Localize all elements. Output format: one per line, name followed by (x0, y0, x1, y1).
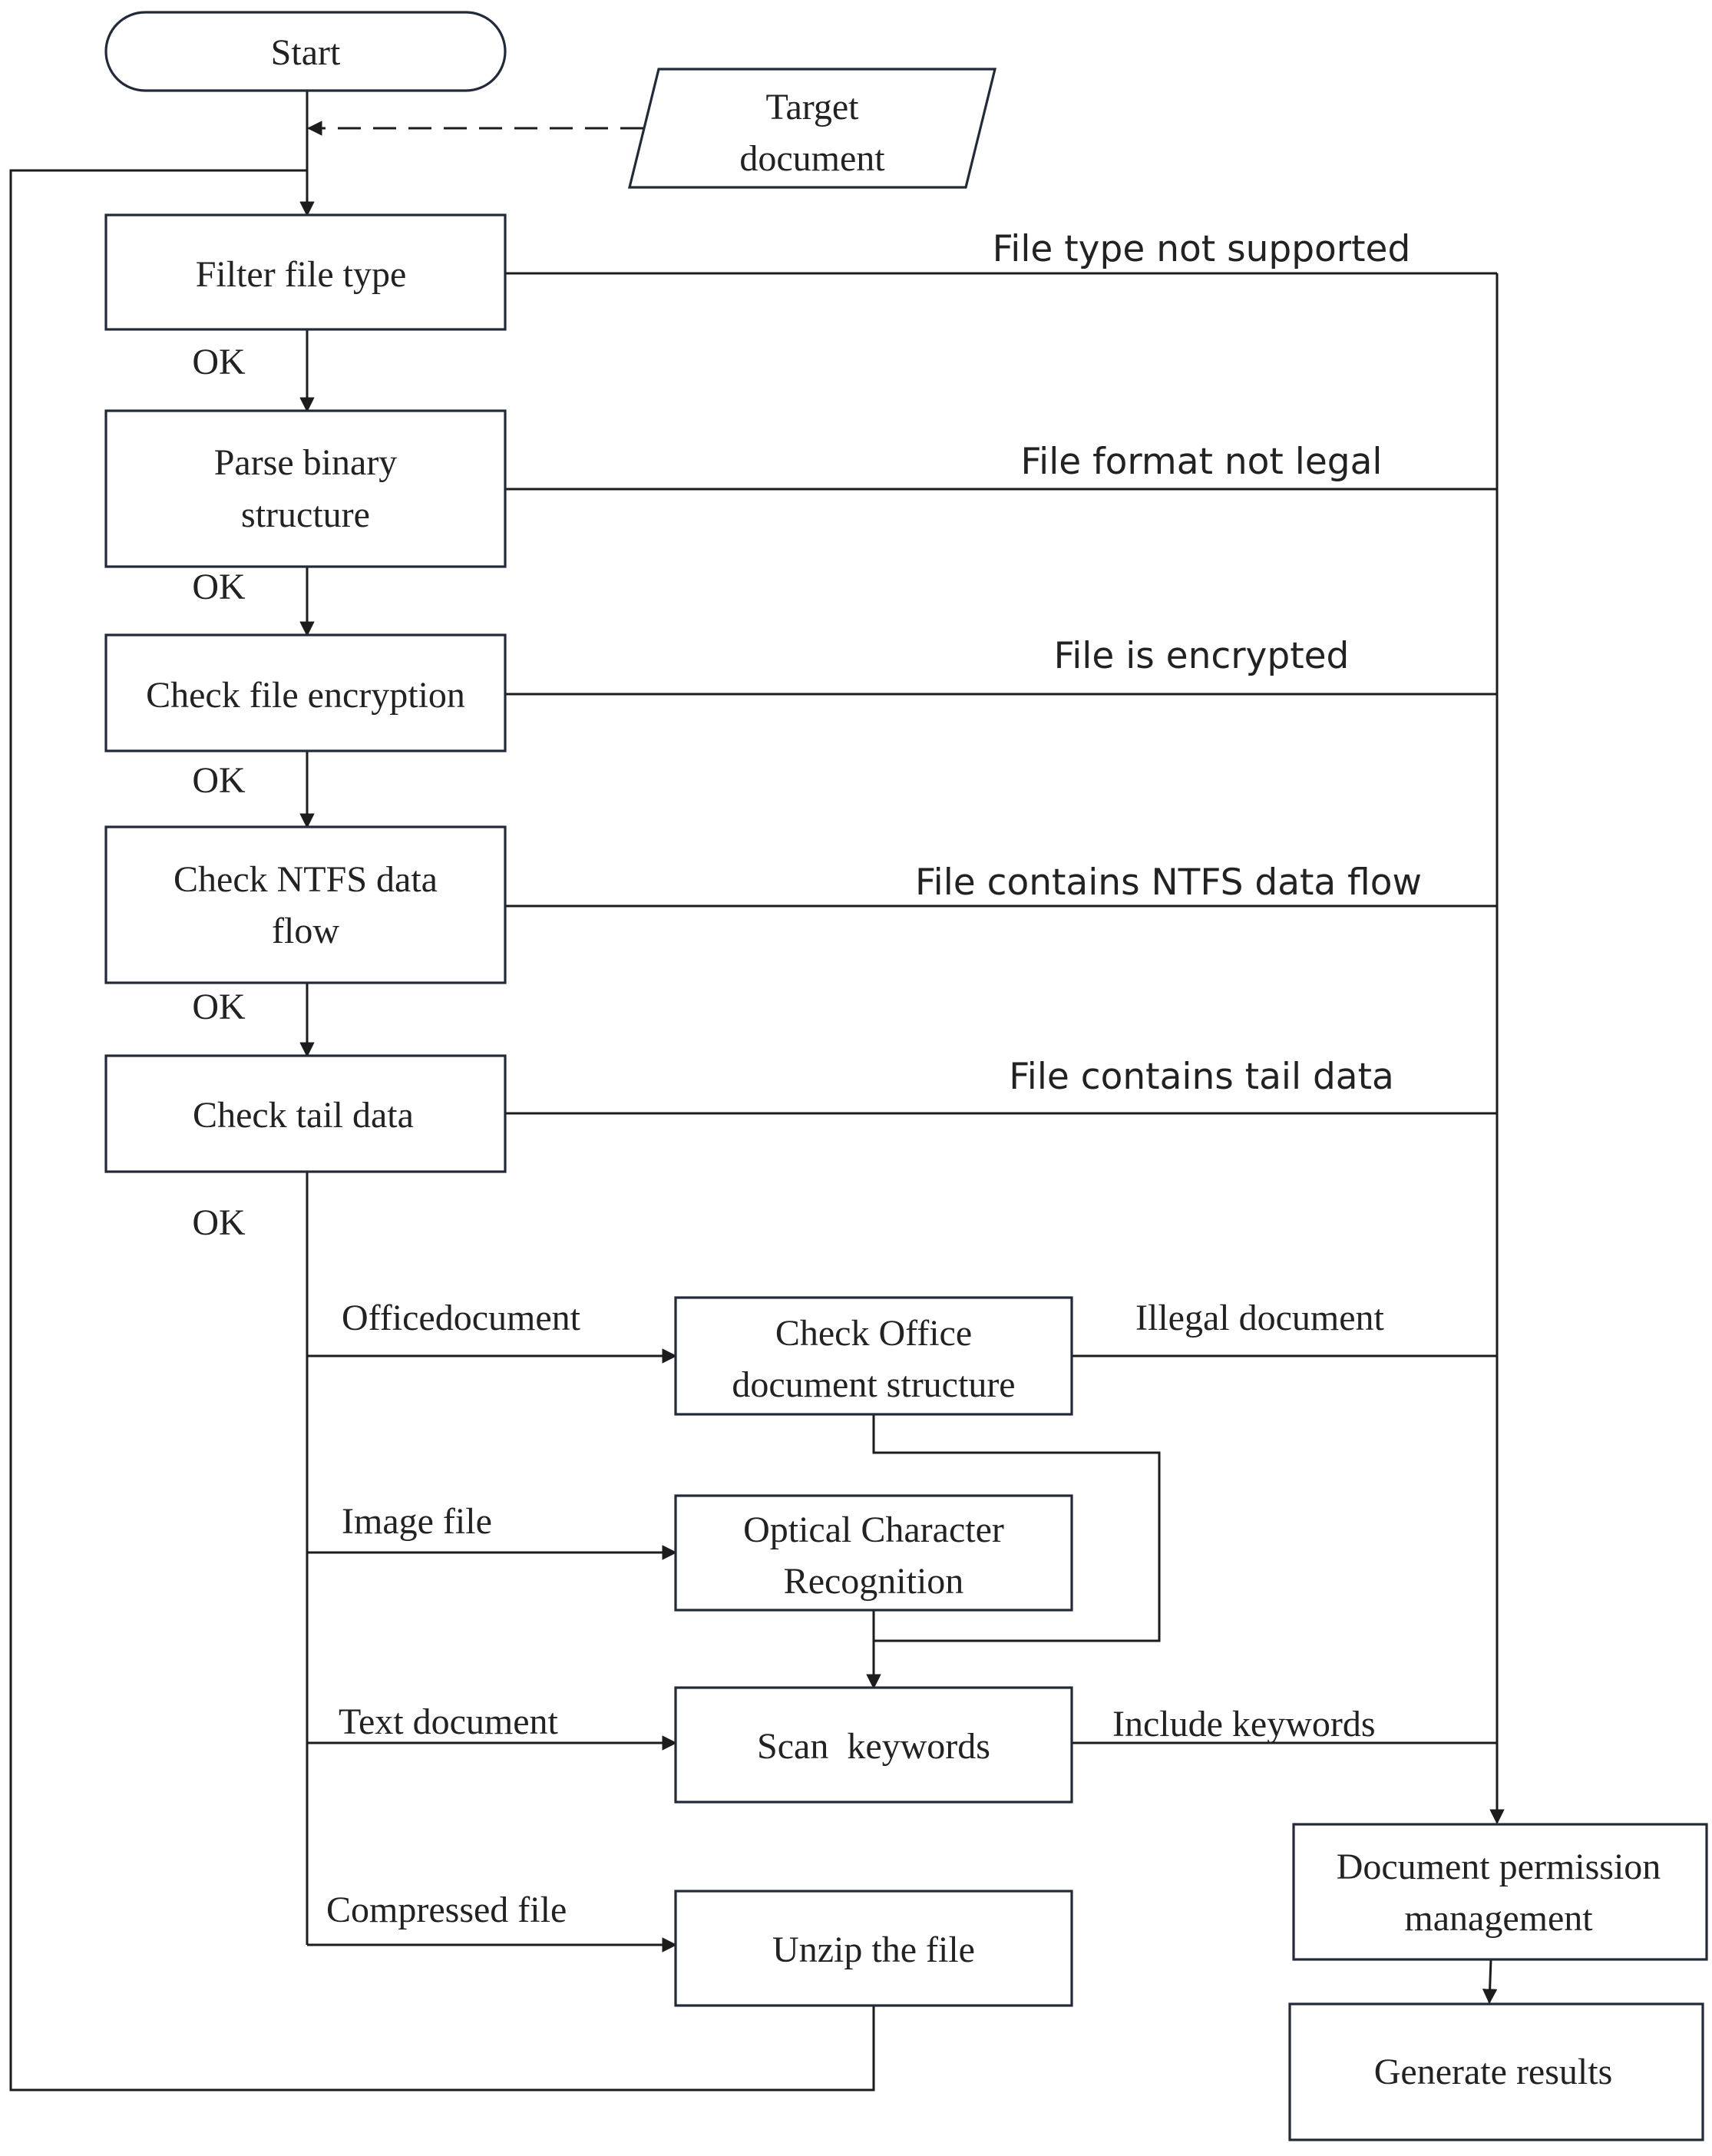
include-keywords-label: Include keywords (1112, 1704, 1376, 1744)
ok-label: OK (192, 987, 246, 1027)
parse-binary-label-line2: structure (241, 494, 370, 535)
generate-results-label: Generate results (1374, 2052, 1613, 2092)
compressed-file-label: Compressed file (326, 1890, 567, 1930)
scan-keywords-node: Scan keywords (674, 1686, 1073, 1804)
illegal-document-label: Illegal document (1135, 1298, 1385, 1338)
target-document-label-line2: document (739, 138, 885, 179)
arrow-permission-to-results (1482, 1959, 1498, 2004)
ok-label: OK (192, 567, 246, 607)
check-ntfs-label-line1: Check NTFS data (174, 859, 438, 900)
check-office-label-line2: document structure (732, 1364, 1015, 1405)
ocr-node: Optical Character Recognition (674, 1494, 1073, 1612)
file-type-not-supported-label: File type not supported (993, 228, 1411, 270)
target-document-label-line1: Target (765, 87, 859, 127)
check-encryption-node: Check file encryption (104, 633, 507, 752)
check-ntfs-label-line2: flow (272, 911, 339, 951)
check-encryption-label: Check file encryption (146, 675, 465, 716)
document-permission-label-line2: management (1404, 1898, 1593, 1939)
ok-labels: OK OK OK OK OK (192, 342, 246, 1243)
scan-keywords-label: Scan keywords (757, 1726, 990, 1767)
line-office-to-scan (872, 1414, 1161, 1642)
failure-labels: File type not supported File format not … (915, 228, 1422, 1098)
start-label: Start (271, 32, 341, 73)
file-contains-tail-data-label: File contains tail data (1009, 1056, 1394, 1098)
check-tail-node: Check tail data (104, 1054, 507, 1173)
document-permission-label-line1: Document permission (1337, 1847, 1661, 1887)
ok-label: OK (192, 342, 246, 382)
check-tail-label: Check tail data (193, 1095, 414, 1136)
ocr-label-line1: Optical Character (743, 1510, 1004, 1550)
filter-file-type-node: Filter file type (104, 213, 507, 331)
file-contains-ntfs-label: File contains NTFS data flow (915, 861, 1422, 904)
file-format-not-legal-label: File format not legal (1021, 441, 1383, 483)
parse-binary-label-line1: Parse binary (214, 442, 398, 483)
generate-results-node: Generate results (1288, 2002, 1704, 2141)
office-document-label: Officedocument (342, 1298, 581, 1338)
ok-label: OK (192, 1202, 246, 1243)
branch-labels: Officedocument Image file Text document … (326, 1298, 1385, 1930)
check-office-label-line1: Check Office (775, 1313, 972, 1354)
unzip-label: Unzip the file (772, 1929, 975, 1970)
check-ntfs-node: Check NTFS data flow (104, 825, 507, 984)
check-office-node: Check Office document structure (674, 1296, 1073, 1416)
ocr-label-line2: Recognition (784, 1561, 964, 1602)
file-is-encrypted-label: File is encrypted (1054, 635, 1350, 677)
connectors (9, 91, 1505, 2092)
parse-binary-node: Parse binary structure (104, 409, 507, 568)
target-document-node: Target document (627, 68, 997, 189)
filter-file-type-label: Filter file type (196, 254, 407, 295)
loop-back-line (9, 169, 875, 2092)
image-file-label: Image file (342, 1501, 492, 1542)
text-document-label: Text document (339, 1701, 559, 1742)
document-permission-node: Document permission management (1292, 1823, 1708, 1961)
start-node: Start (104, 11, 507, 92)
unzip-node: Unzip the file (674, 1890, 1073, 2007)
ok-label: OK (192, 760, 246, 801)
